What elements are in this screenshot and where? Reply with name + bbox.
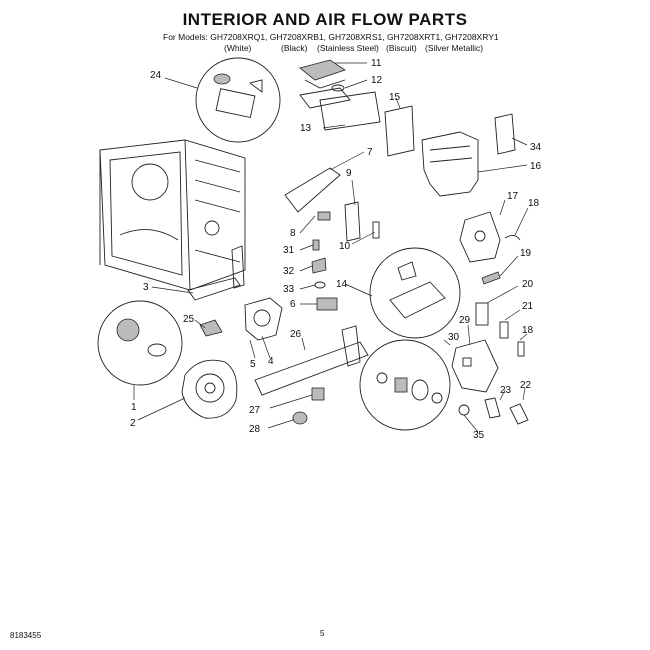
callout-21: 21 (522, 301, 534, 312)
inset-circle-14 (369, 247, 461, 339)
inset-circle-30 (359, 339, 451, 431)
callout-13: 13 (300, 123, 312, 134)
switch-parts-right (459, 211, 525, 357)
callout-35: 35 (473, 430, 485, 441)
switch-assembly-29 (451, 339, 529, 425)
callout-5: 5 (250, 359, 256, 370)
callout-2: 2 (130, 418, 136, 429)
air-duct-16 (421, 113, 516, 197)
callout-1: 1 (131, 402, 137, 413)
callout-23: 23 (500, 385, 512, 396)
vent-grille-group (299, 59, 415, 157)
finish-white: (White) (224, 43, 252, 53)
callout-12: 12 (371, 75, 383, 86)
callout-32: 32 (283, 266, 295, 277)
callout-28: 28 (249, 424, 261, 435)
finish-black: (Black) (281, 43, 308, 53)
models-line: For Models: GH7208XRQ1, GH7208XRB1, GH72… (163, 32, 499, 42)
callout-4: 4 (268, 356, 274, 367)
callout-22: 22 (520, 380, 532, 391)
leader-lines (133, 62, 529, 433)
callout-7: 7 (367, 147, 373, 158)
callout-17: 17 (507, 191, 519, 202)
finish-silver: (Silver Metallic) (425, 43, 484, 53)
misc-small-parts (284, 167, 380, 311)
callout-18-upper: 18 (528, 198, 540, 209)
page-title: INTERIOR AND AIR FLOW PARTS (182, 10, 468, 29)
document-number: 8183455 (10, 631, 42, 640)
callout-numbers: 11 12 15 13 24 34 16 7 9 17 18 8 31 10 1… (130, 58, 542, 441)
callout-18-lower: 18 (522, 325, 534, 336)
callout-31: 31 (283, 245, 295, 256)
callout-27: 27 (249, 405, 261, 416)
lower-parts (187, 245, 369, 425)
page-number: 5 (320, 629, 325, 638)
callout-16: 16 (530, 161, 542, 172)
finish-stainless: (Stainless Steel) (317, 43, 379, 53)
callout-3: 3 (143, 282, 149, 293)
callout-25: 25 (183, 314, 195, 325)
finish-biscuit: (Biscuit) (386, 43, 417, 53)
callout-8: 8 (290, 228, 296, 239)
callout-30: 30 (448, 332, 460, 343)
callout-24: 24 (150, 70, 162, 81)
inset-circle-24 (195, 57, 281, 143)
blower-fan-2 (181, 359, 238, 419)
callout-26: 26 (290, 329, 302, 340)
callout-6: 6 (290, 299, 296, 310)
callout-19: 19 (520, 248, 532, 259)
callout-11: 11 (371, 58, 382, 69)
callout-14: 14 (336, 279, 348, 290)
callout-10: 10 (339, 241, 351, 252)
callout-15: 15 (389, 92, 401, 103)
callout-34: 34 (530, 142, 542, 153)
callout-29: 29 (459, 315, 471, 326)
callout-9: 9 (346, 168, 352, 179)
inset-circle-1 (97, 300, 183, 386)
callout-33: 33 (283, 284, 295, 295)
oven-cavity (99, 139, 246, 291)
callout-20: 20 (522, 279, 534, 290)
